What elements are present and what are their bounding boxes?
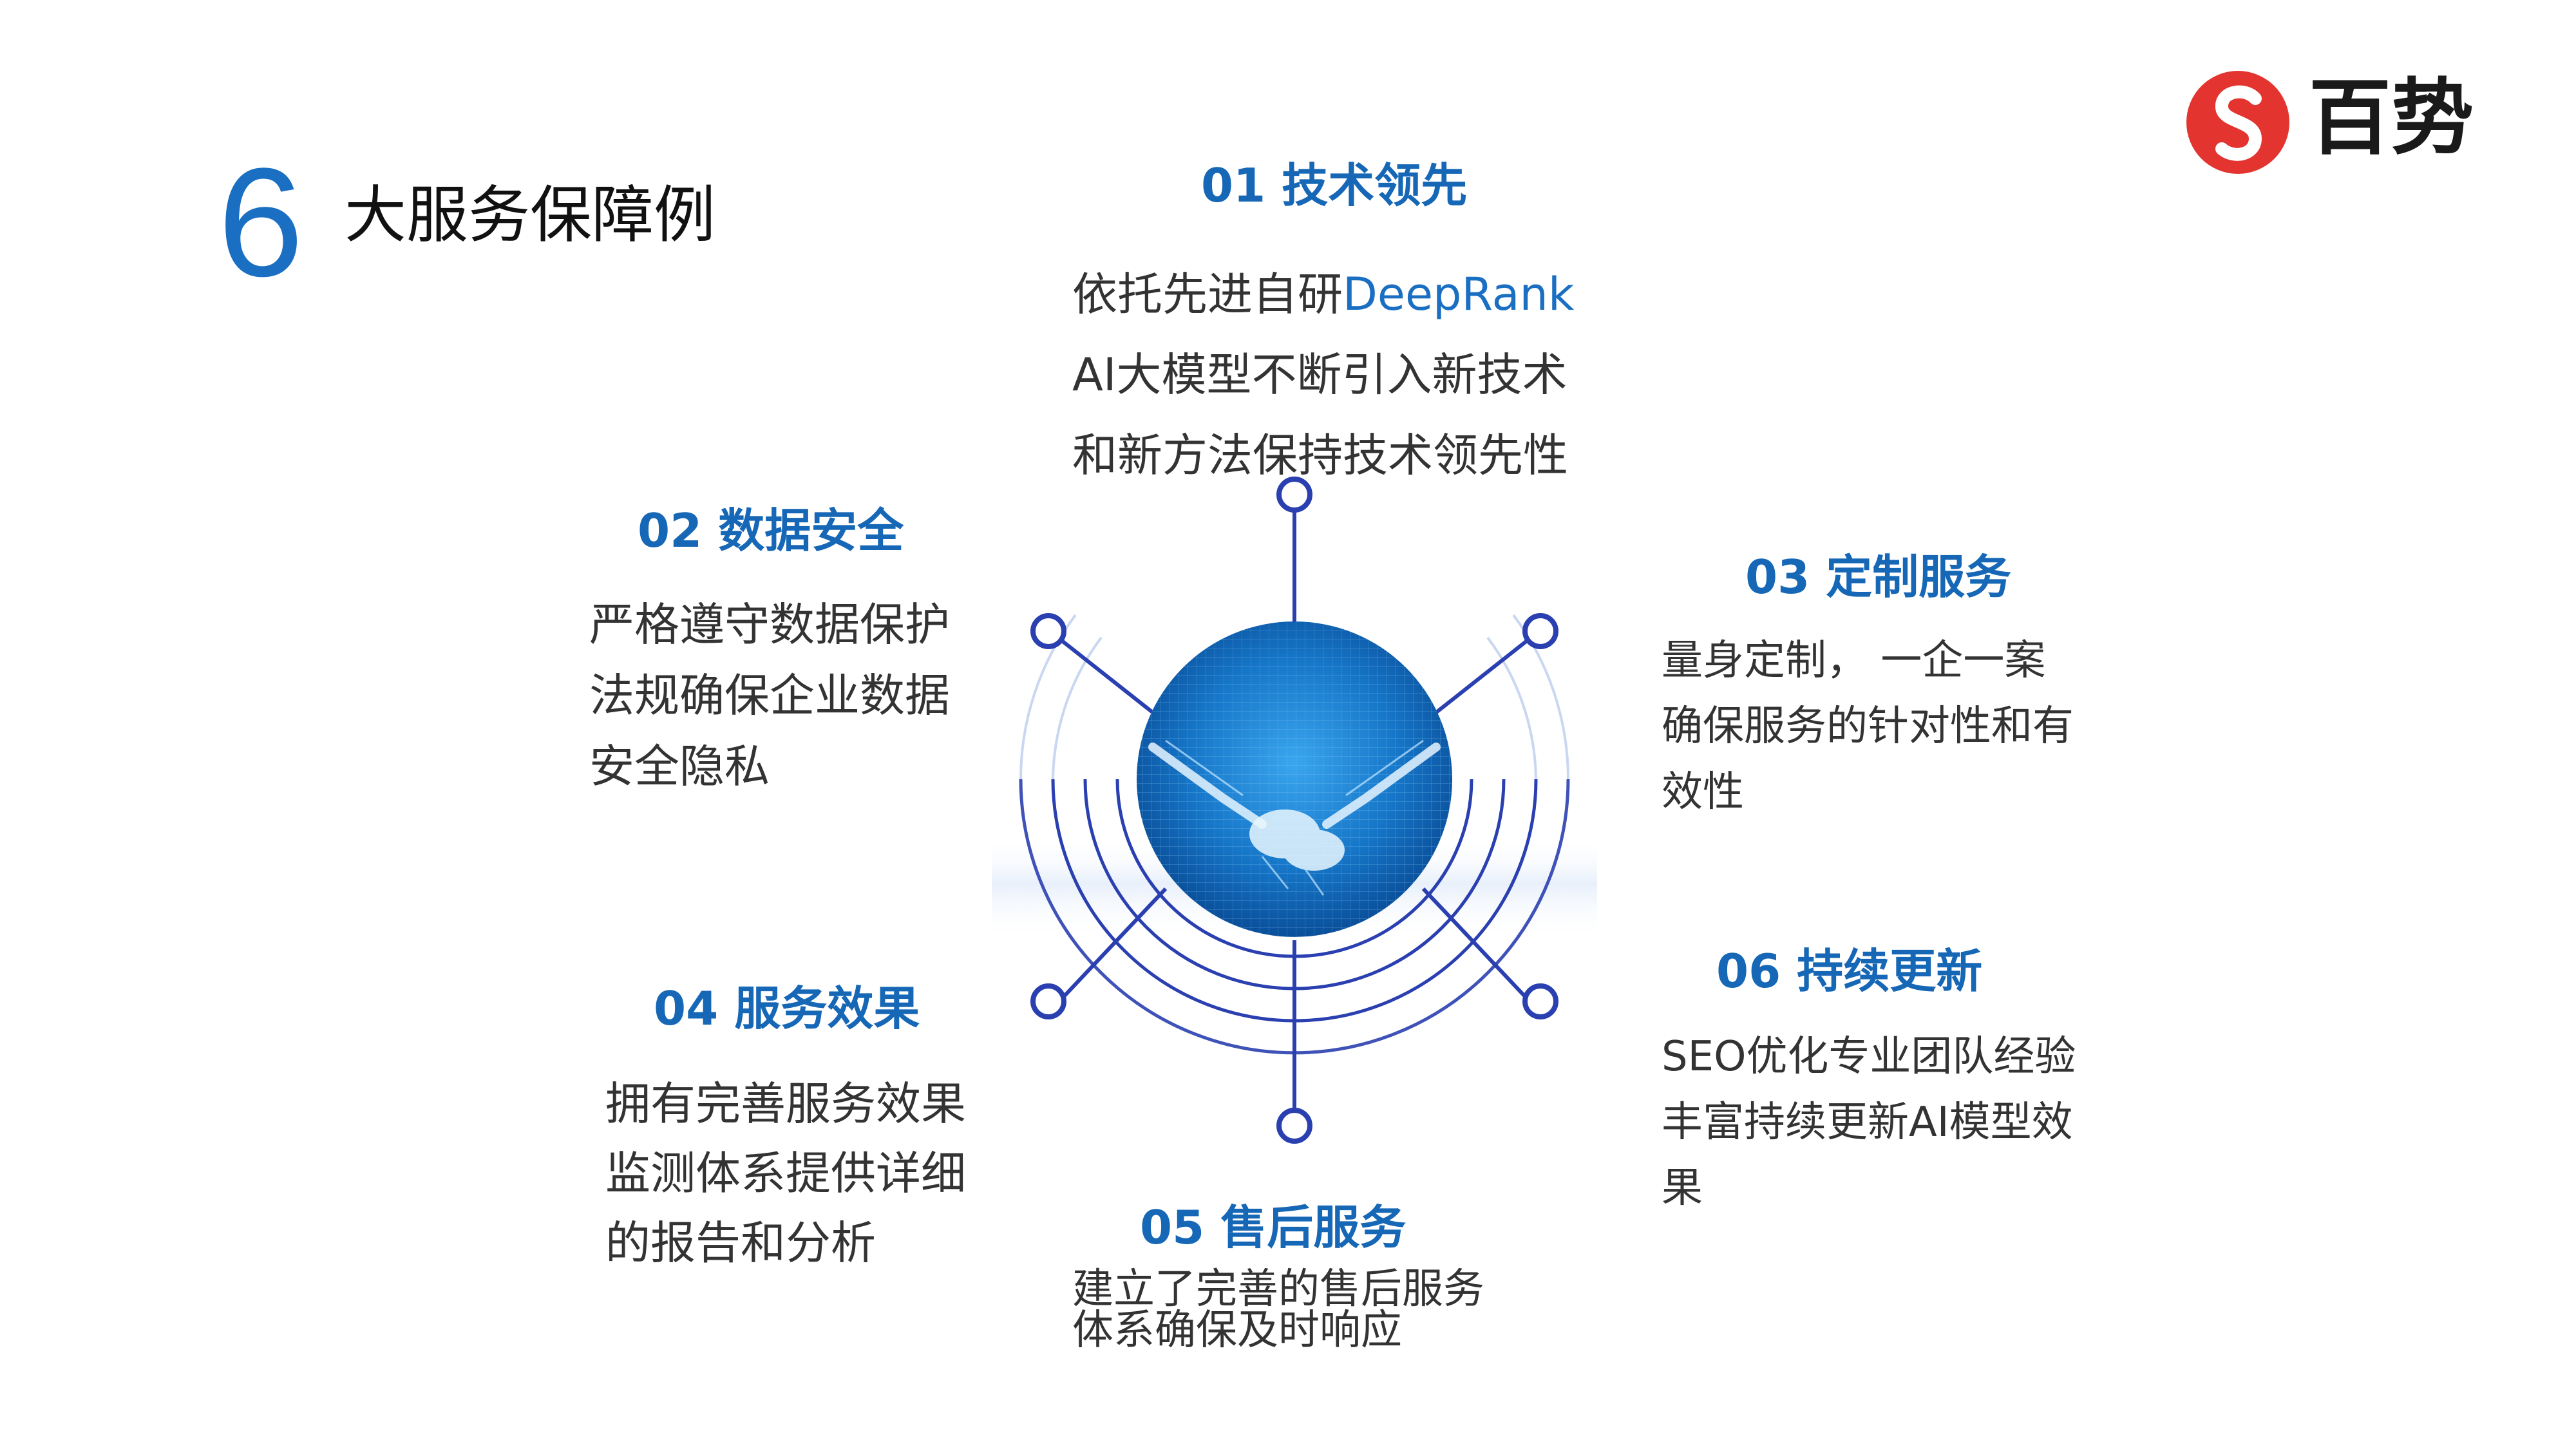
section-05-title: 05 售后服务 [1140,1200,1406,1255]
section-02-line-3: 安全隐私 [589,740,770,793]
page-title: 大服务保障例 [345,179,715,251]
section-01-line-1: 依托先进自研DeepRank [1072,268,1575,321]
upper-arcs [1019,614,1569,780]
brand-name: 百势 [2309,70,2474,166]
section-04-line-3: 的报告和分析 [605,1217,876,1269]
node-04 [1030,983,1066,1019]
section-03-line-1: 量身定制， 一企一案 [1662,637,2046,685]
section-05-line-2: 体系确保及时响应 [1072,1307,1402,1354]
section-06-title: 06 持续更新 [1716,944,1983,998]
section-06-line-3: 果 [1662,1164,1703,1212]
section-02-line-2: 法规确保企业数据 [589,669,950,722]
section-01-body: 依托先进自研DeepRank AI大模型不断引入新技术 和新方法保持技术领先性 [1072,254,1574,496]
connector-lines [1048,496,1540,1127]
section-04-line-1: 拥有完善服务效果 [605,1077,966,1130]
section-04-line-2: 监测体系提供详细 [605,1147,966,1200]
brand-s-icon [2186,71,2289,174]
section-03-line-2: 确保服务的针对性和有 [1662,703,2074,750]
section-02-body: 严格遵守数据保护 法规确保企业数据 安全隐私 [589,589,950,802]
service-diagram [992,477,1597,1144]
section-03-line-3: 效性 [1662,768,1744,816]
node-06 [1522,983,1558,1019]
brand-logo [2183,68,2486,177]
section-02-line-1: 严格遵守数据保护 [589,598,950,651]
section-02-title: 02 数据安全 [638,504,904,558]
node-01 [1276,477,1312,513]
node-03 [1522,613,1558,649]
section-03-body: 量身定制， 一企一案 确保服务的针对性和有 效性 [1662,628,2074,825]
section-04-body: 拥有完善服务效果 监测体系提供详细 的报告和分析 [605,1069,966,1278]
section-01-line-2: AI大模型不断引入新技术 [1072,348,1567,401]
section-01-line-3: 和新方法保持技术领先性 [1072,429,1568,482]
section-number: 6 [218,136,304,308]
robot-handshake-image [1137,621,1452,937]
section-01-title: 01 技术领先 [1201,158,1468,213]
diagram-nodes [1030,477,1558,1144]
section-05-body: 建立了完善的售后服务 体系确保及时响应 [1072,1269,1484,1351]
section-06-line-1: SEO优化专业团队经验 [1662,1033,2076,1081]
section-05-line-1: 建立了完善的售后服务 [1072,1265,1484,1313]
node-05 [1276,1108,1312,1144]
section-06-line-2: 丰富持续更新AI模型效 [1662,1099,2073,1146]
section-04-title: 04 服务效果 [654,981,920,1036]
section-03-title: 03 定制服务 [1745,550,2012,604]
section-06-body: SEO优化专业团队经验 丰富持续更新AI模型效 果 [1662,1024,2076,1221]
node-02 [1030,613,1066,649]
